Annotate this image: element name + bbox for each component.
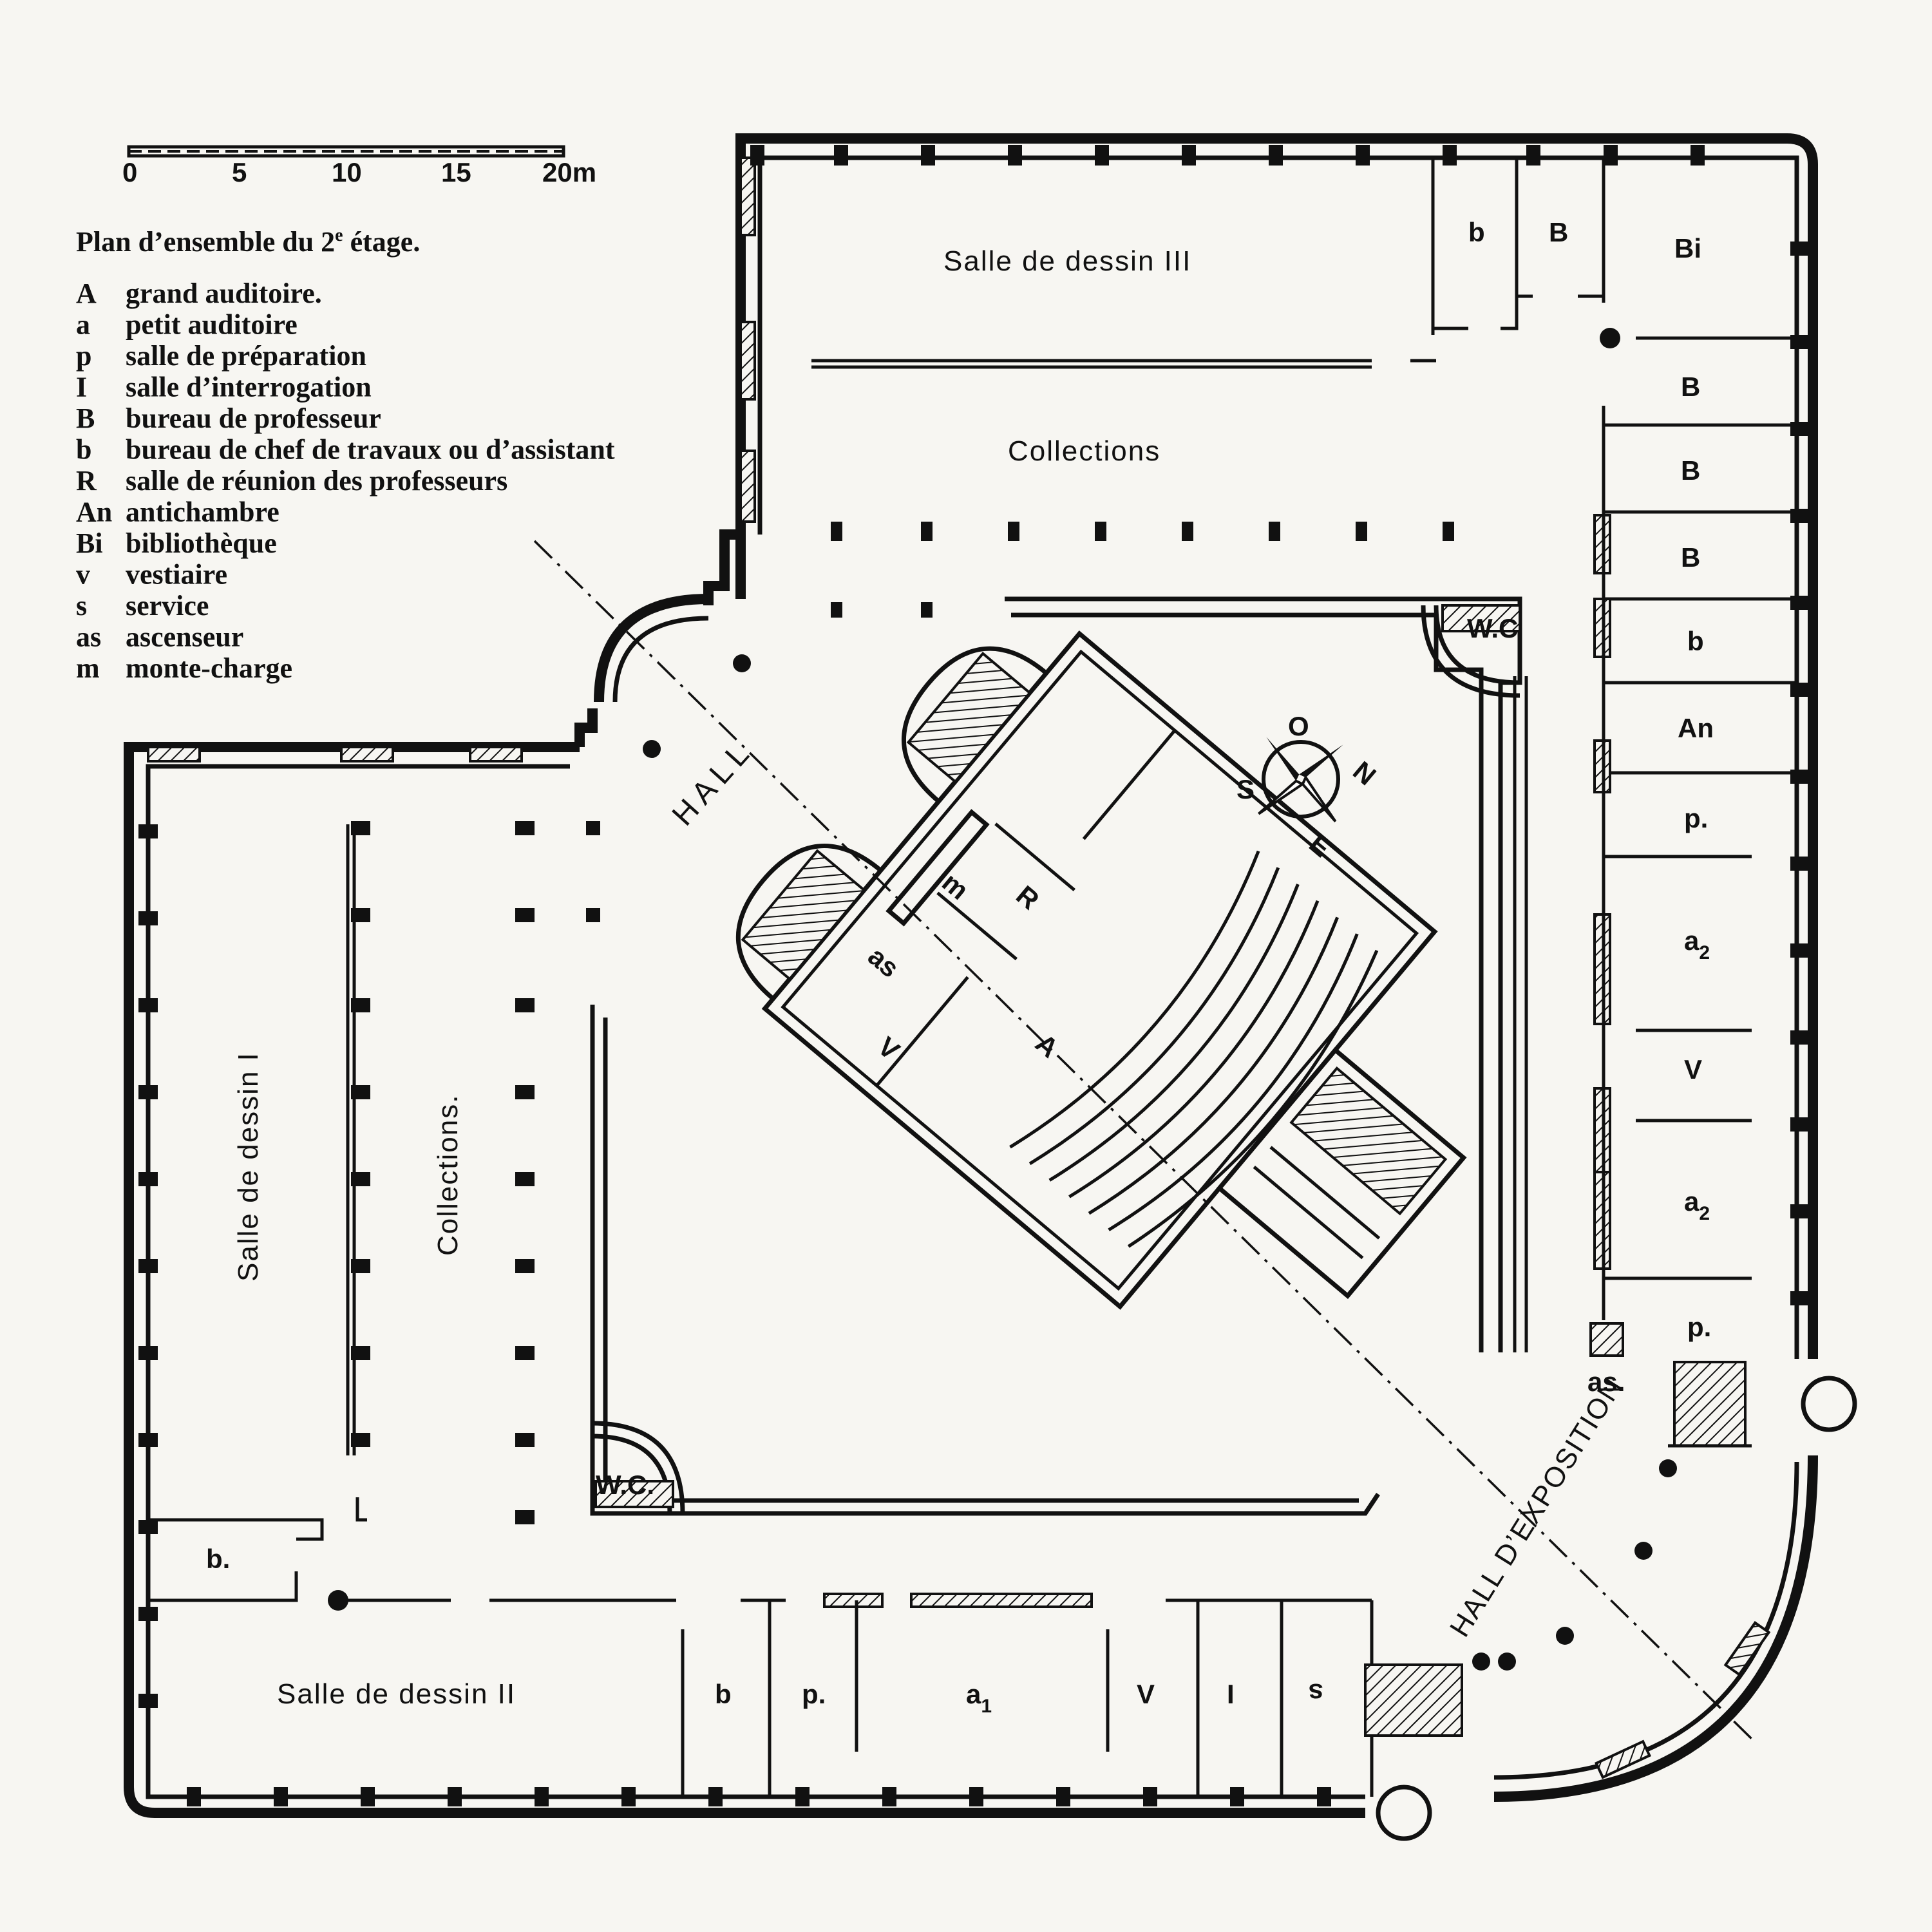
compass-n-label: N bbox=[1347, 755, 1381, 791]
label-salle-dessin-2: Salle de dessin II bbox=[277, 1678, 516, 1710]
label-hall: HALL bbox=[666, 733, 760, 832]
label-wc-right: W.C bbox=[1467, 613, 1518, 643]
scale-tick-15: 15 bbox=[441, 157, 471, 187]
scale-tick-10: 10 bbox=[332, 157, 362, 187]
legend-key: p bbox=[76, 340, 91, 372]
central-court bbox=[590, 596, 1522, 1516]
legend-text: antichambre bbox=[126, 497, 279, 528]
exhibition-stairs bbox=[1364, 1322, 1752, 1737]
compass-s-label: S bbox=[1236, 774, 1255, 804]
label-an: An bbox=[1678, 713, 1714, 743]
label-right-B3: B bbox=[1681, 542, 1700, 573]
label-center-r: R bbox=[1010, 880, 1045, 916]
legend-text: monte-charge bbox=[126, 652, 292, 684]
label-collections-top: Collections bbox=[1008, 435, 1160, 467]
compass-o-label: O bbox=[1288, 711, 1309, 741]
compass: N S E O bbox=[1236, 711, 1382, 863]
label-a2-2: a2 bbox=[1684, 1186, 1710, 1224]
legend-text: salle d’interrogation bbox=[126, 372, 372, 403]
legend-text: salle de réunion des professeurs bbox=[126, 465, 507, 497]
label-a2-1: a2 bbox=[1684, 925, 1710, 963]
legend-key: s bbox=[76, 590, 87, 621]
label-right-B1: B bbox=[1681, 372, 1700, 402]
label-bot-b: b bbox=[715, 1679, 732, 1709]
legend-key: b bbox=[76, 434, 91, 466]
legend-text: petit auditoire bbox=[126, 309, 298, 341]
label-center-m: m bbox=[936, 867, 974, 905]
plan-title: Plan d’ensemble du 2e étage. bbox=[76, 225, 420, 258]
label-b-left: b. bbox=[206, 1544, 230, 1574]
legend-key: Bi bbox=[76, 527, 103, 559]
legend-text: bibliothèque bbox=[126, 527, 277, 559]
compass-e-label: E bbox=[1303, 828, 1337, 863]
scale-tick-20: 20m bbox=[542, 157, 596, 187]
label-right-B2: B bbox=[1681, 455, 1700, 486]
legend-text: bureau de professeur bbox=[126, 402, 381, 434]
legend-text: ascenseur bbox=[126, 621, 243, 653]
label-salle-dessin-1: Salle de dessin I bbox=[232, 1052, 264, 1282]
legend-key: A bbox=[76, 278, 97, 309]
label-right-b: b bbox=[1687, 626, 1704, 656]
legend-key: B bbox=[76, 402, 95, 434]
label-a1: a1 bbox=[966, 1679, 992, 1717]
symmetry-axis bbox=[533, 540, 1753, 1740]
legend-text: vestiaire bbox=[126, 559, 227, 591]
label-bot-i: I bbox=[1227, 1679, 1235, 1709]
label-v-right: V bbox=[1684, 1054, 1702, 1084]
label-bot-p: p. bbox=[802, 1679, 826, 1709]
top-wing bbox=[811, 158, 1797, 1352]
legend-key: a bbox=[76, 309, 90, 341]
label-wc-left: W.C. bbox=[596, 1470, 654, 1500]
label-top-B: B bbox=[1549, 217, 1568, 247]
legend-text: service bbox=[126, 590, 209, 621]
perimeter-pillars bbox=[138, 145, 1810, 1806]
legend-text: grand auditoire. bbox=[126, 278, 322, 309]
legend-key: An bbox=[76, 497, 112, 528]
label-as-right: as. bbox=[1587, 1367, 1625, 1397]
building-walls bbox=[124, 133, 1857, 1841]
label-center-as: as bbox=[862, 941, 905, 983]
label-hall-exposition: HALL D’EXPOSITION bbox=[1444, 1372, 1629, 1642]
label-p1: p. bbox=[1684, 803, 1708, 833]
scale-bar: 0 5 10 15 20m bbox=[122, 145, 596, 187]
label-bi: Bi bbox=[1674, 233, 1701, 263]
legend-key: m bbox=[76, 652, 100, 684]
label-top-b: b bbox=[1468, 217, 1485, 247]
left-wing bbox=[148, 821, 1374, 1797]
legend-key: as bbox=[76, 621, 101, 653]
scale-tick-0: 0 bbox=[122, 157, 137, 187]
legend-key: v bbox=[76, 559, 90, 591]
scale-tick-5: 5 bbox=[232, 157, 247, 187]
label-salle-dessin-3: Salle de dessin III bbox=[943, 245, 1191, 277]
label-center-v: V bbox=[872, 1031, 905, 1066]
label-p2: p. bbox=[1687, 1312, 1711, 1342]
label-bot-s: s bbox=[1309, 1678, 1323, 1709]
legend-key: R bbox=[76, 465, 97, 497]
label-collections-left: Collections. bbox=[432, 1094, 464, 1256]
legend-key: I bbox=[76, 372, 87, 403]
label-bot-v: V bbox=[1137, 1679, 1155, 1709]
legend-text: bureau de chef de travaux ou d’assistant bbox=[126, 434, 615, 466]
legend-text: salle de préparation bbox=[126, 340, 366, 372]
hall-columns bbox=[643, 654, 1653, 1671]
auditorium-block bbox=[735, 630, 1467, 1310]
